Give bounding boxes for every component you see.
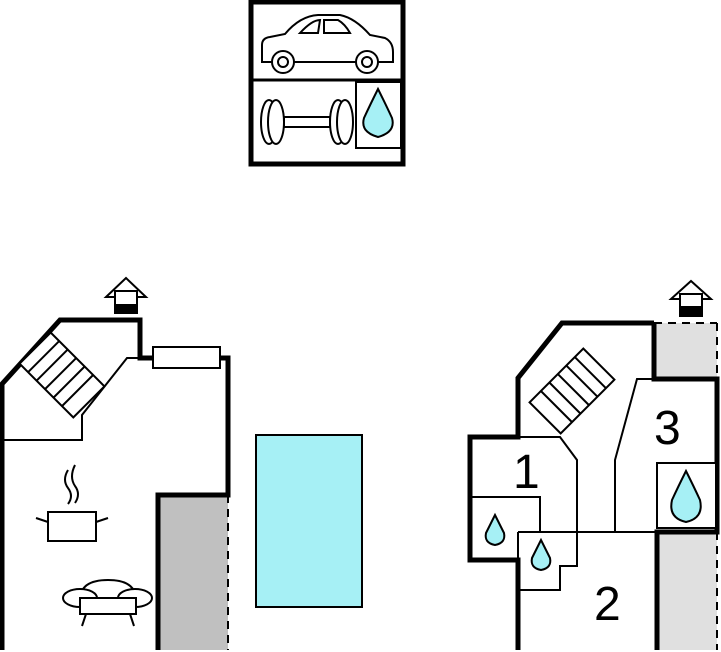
- garage-utility-box: [355, 81, 402, 149]
- stairs-icon: [18, 331, 106, 419]
- chimney-icon: [103, 276, 149, 314]
- water-drop-icon: [530, 537, 552, 572]
- water-drop-icon: [362, 86, 394, 139]
- garage: [248, 0, 406, 167]
- room-3-label: 3: [654, 402, 681, 455]
- pool: [255, 434, 363, 608]
- garage-outline: [248, 0, 406, 167]
- room-1-label: 1: [513, 446, 540, 499]
- right-house: 1 2 3: [467, 279, 720, 650]
- left-terrace: [158, 495, 228, 650]
- bath-1-wall: [472, 496, 541, 532]
- room-2-label: 2: [594, 578, 621, 631]
- right-terrace-bottom: [657, 532, 717, 650]
- cooking-pot-icon: [35, 464, 109, 542]
- bath-2-wall: [518, 531, 578, 591]
- chimney-icon: [668, 279, 714, 317]
- left-house: [0, 276, 231, 650]
- stairs-icon: [528, 347, 616, 435]
- water-drop-icon: [670, 468, 702, 524]
- left-wall-window: [152, 346, 221, 369]
- car-icon: [261, 14, 394, 74]
- room-1-wall: [518, 436, 578, 532]
- sofa-icon: [62, 578, 153, 627]
- water-drop-icon: [484, 512, 506, 547]
- right-terrace-top: [654, 323, 717, 379]
- room-3-wall: [614, 323, 655, 532]
- washing-machine-icon: [260, 99, 354, 145]
